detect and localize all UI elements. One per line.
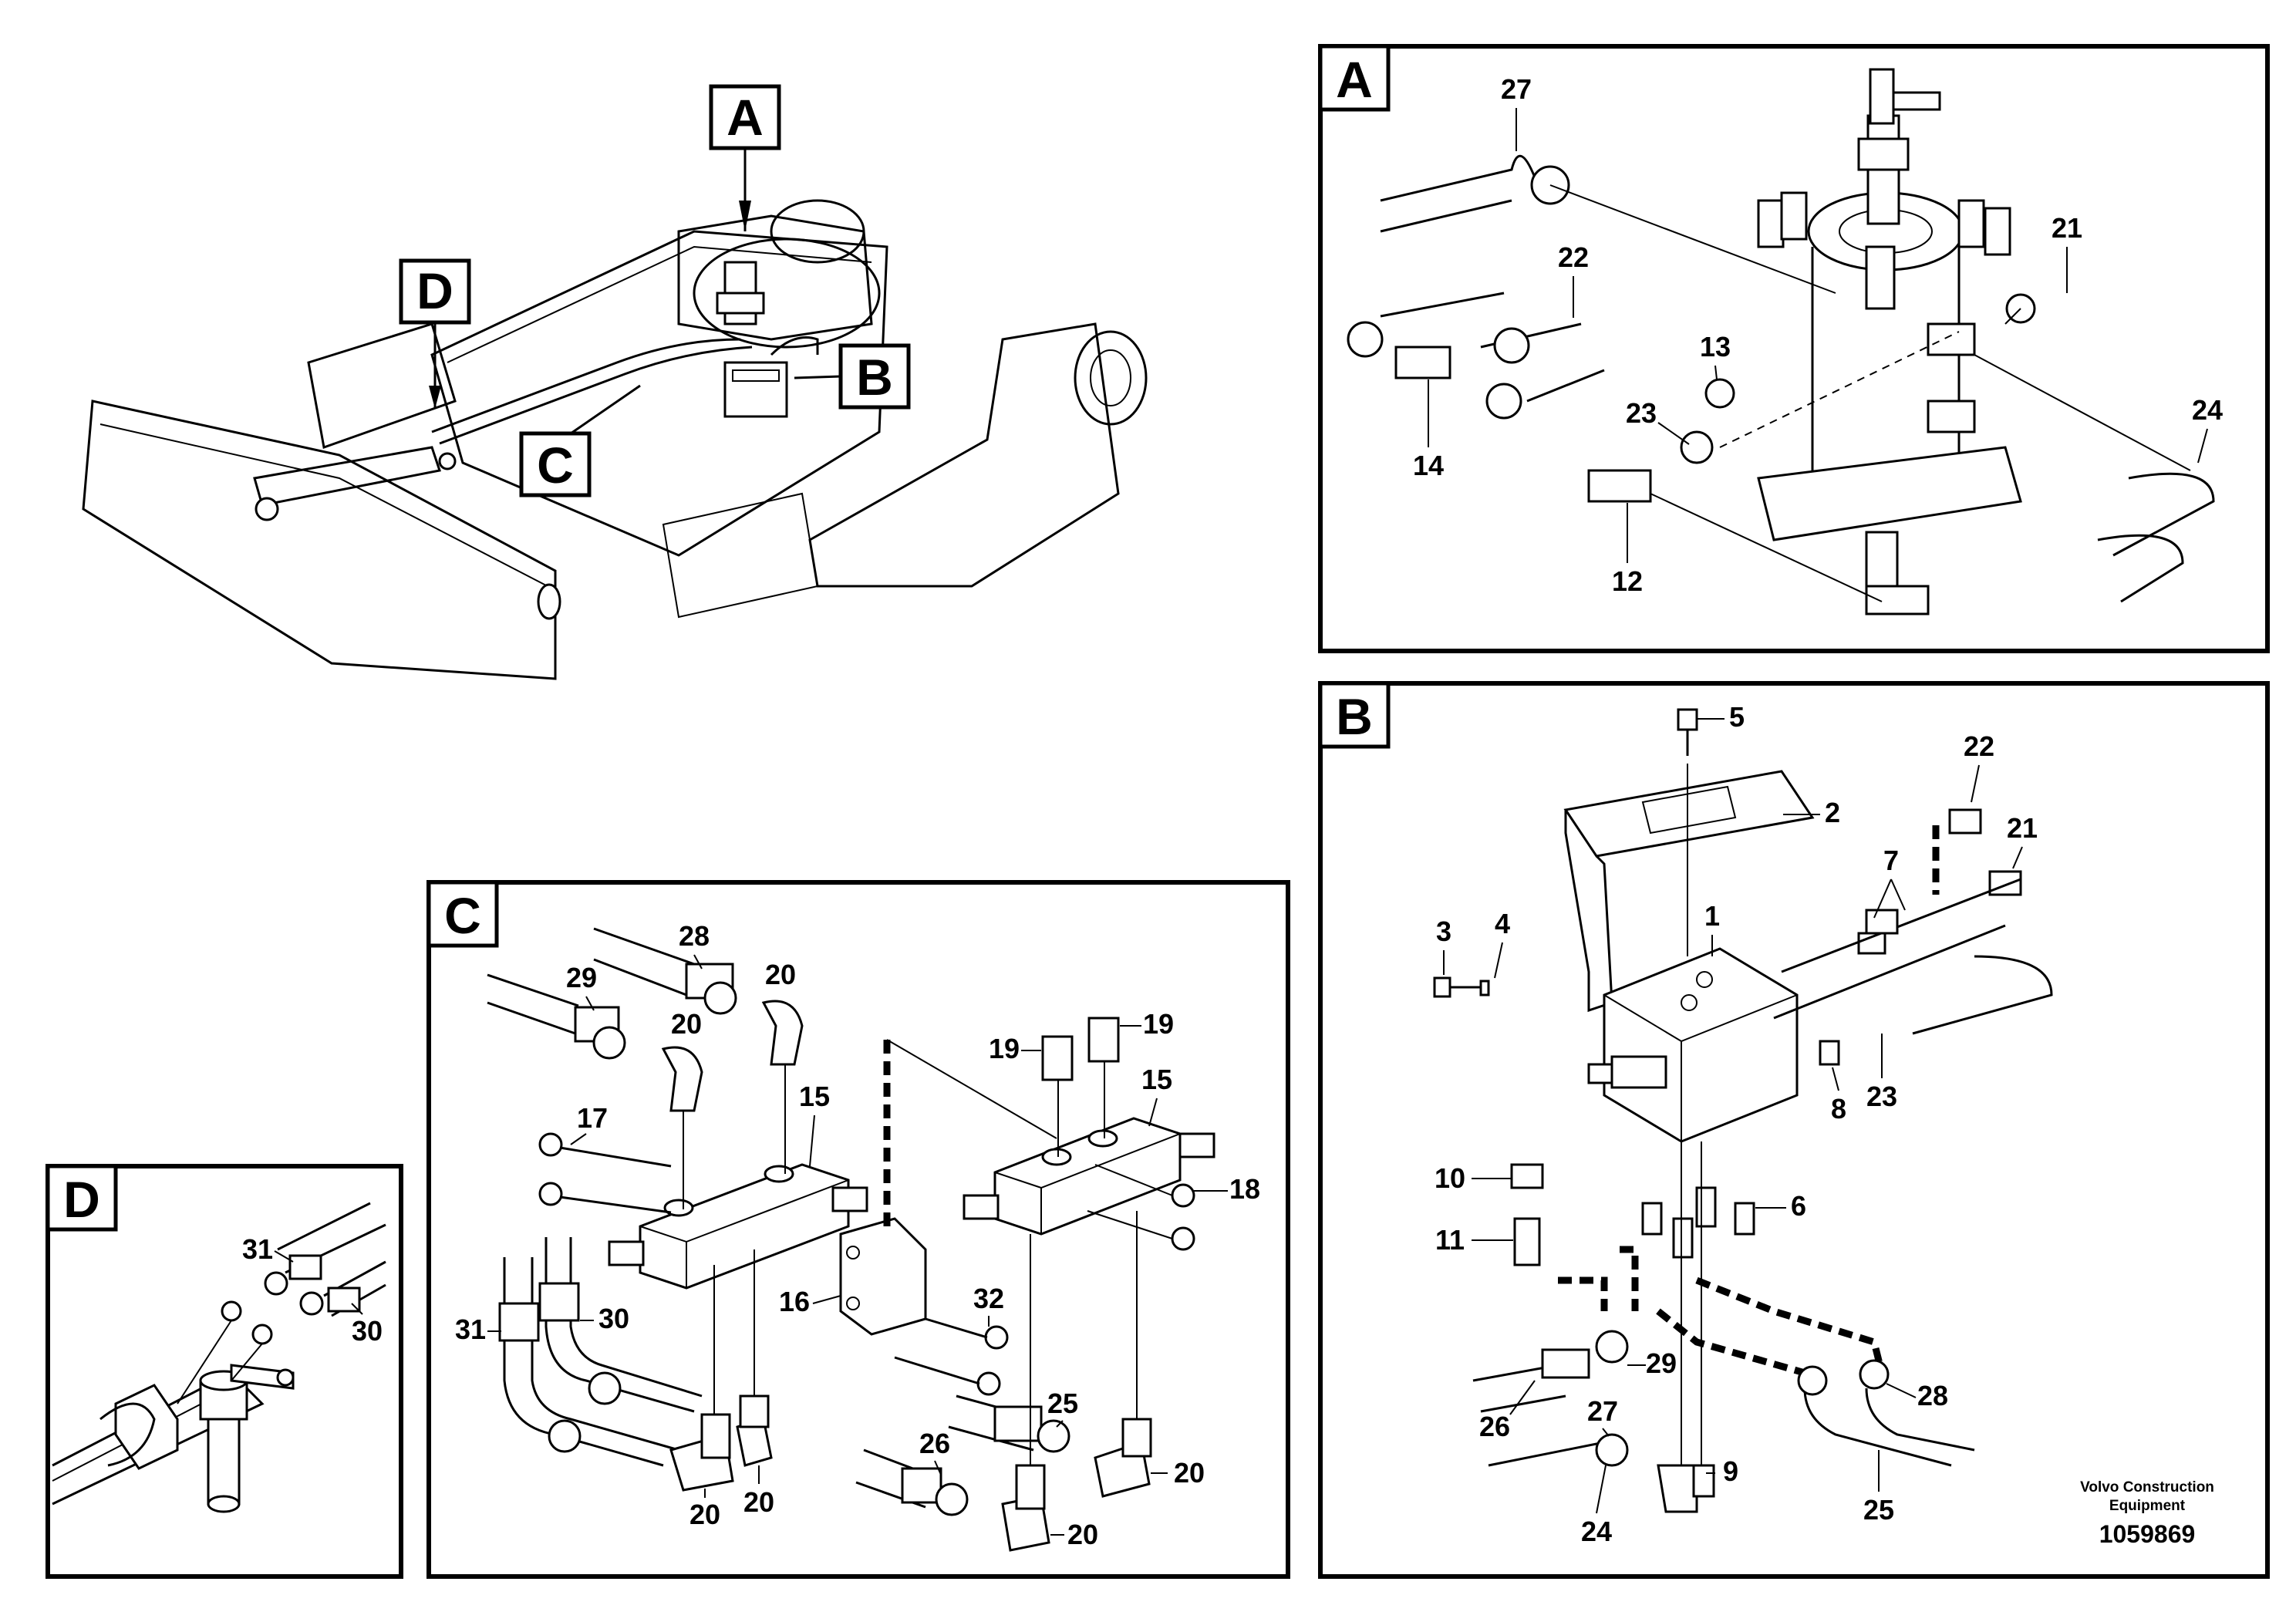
overview-machine-drawing	[82, 199, 1148, 680]
brand-line-2: Equipment	[2109, 1498, 2186, 1514]
part-label-16: 16	[779, 1286, 810, 1317]
part-label-20-f: 20	[743, 1486, 774, 1518]
panel-c-letter: C	[444, 887, 481, 944]
part-label-26: 26	[919, 1428, 950, 1459]
part-label-6: 6	[1791, 1190, 1806, 1222]
svg-text:B: B	[856, 349, 893, 406]
callout-d[interactable]: D	[399, 258, 471, 325]
callout-b[interactable]: B	[838, 343, 911, 410]
part-label-24: 24	[1581, 1516, 1612, 1547]
panel-c: C	[426, 880, 1290, 1579]
svg-text:A: A	[727, 89, 764, 146]
callout-c[interactable]: C	[519, 431, 592, 497]
part-label-10: 10	[1435, 1162, 1465, 1194]
part-label-18: 18	[1229, 1173, 1260, 1205]
part-label-22: 22	[1558, 241, 1589, 273]
part-label-19-b: 19	[1143, 1008, 1174, 1040]
part-label-19-a: 19	[989, 1033, 1020, 1064]
drawing-number: 1059869	[2099, 1520, 2196, 1548]
part-label-21: 21	[2007, 812, 2038, 844]
part-label-28: 28	[1917, 1380, 1948, 1411]
panel-b-letter: B	[1336, 688, 1373, 745]
panel-b: B	[1318, 681, 2270, 1579]
part-label-29: 29	[566, 962, 597, 993]
part-label-12: 12	[1612, 565, 1643, 597]
part-label-8: 8	[1831, 1093, 1846, 1125]
part-label-9: 9	[1723, 1455, 1738, 1487]
part-label-22: 22	[1964, 730, 1994, 762]
part-label-28: 28	[679, 920, 710, 952]
part-label-11: 11	[1435, 1224, 1465, 1256]
part-label-1: 1	[1704, 900, 1720, 932]
svg-text:D: D	[416, 262, 453, 319]
part-label-30: 30	[352, 1315, 383, 1347]
part-label-23: 23	[1866, 1081, 1897, 1112]
swivel-joint	[1757, 68, 2022, 615]
part-label-26: 26	[1479, 1411, 1510, 1442]
part-label-25: 25	[1047, 1388, 1078, 1419]
panel-a: A	[1318, 44, 2270, 653]
panel-a-letter: A	[1336, 51, 1373, 108]
part-label-20-d: 20	[1067, 1519, 1098, 1550]
callout-d-arrow	[429, 386, 441, 409]
part-label-2: 2	[1825, 797, 1840, 828]
part-label-20-c: 20	[1174, 1457, 1205, 1489]
callout-a[interactable]: A	[709, 84, 781, 150]
part-label-20-a: 20	[765, 959, 796, 990]
part-label-15-b: 15	[1141, 1064, 1172, 1095]
part-label-32: 32	[973, 1283, 1004, 1314]
part-label-17: 17	[577, 1102, 608, 1134]
part-label-20-b: 20	[671, 1008, 702, 1040]
part-label-27: 27	[1501, 73, 1532, 105]
svg-text:C: C	[537, 437, 574, 494]
part-label-7: 7	[1883, 845, 1899, 876]
panel-d: D 31 30	[46, 1164, 403, 1579]
brand-line-1: Volvo Construction	[2080, 1479, 2214, 1496]
part-label-14: 14	[1413, 450, 1444, 481]
part-label-21: 21	[2052, 212, 2082, 244]
part-label-4: 4	[1495, 908, 1510, 939]
part-label-3: 3	[1436, 916, 1451, 947]
part-label-20-e: 20	[689, 1499, 720, 1530]
part-label-31: 31	[455, 1313, 486, 1345]
part-label-25: 25	[1863, 1494, 1894, 1526]
part-label-5: 5	[1729, 701, 1745, 733]
callout-c-leader	[570, 384, 641, 435]
part-label-27: 27	[1587, 1395, 1618, 1427]
panel-d-letter: D	[63, 1171, 100, 1228]
part-label-15-a: 15	[799, 1081, 830, 1112]
part-label-13: 13	[1700, 331, 1731, 363]
callout-a-arrow	[739, 201, 751, 231]
part-label-23: 23	[1626, 397, 1657, 429]
part-label-29: 29	[1646, 1347, 1677, 1379]
callout-b-leader	[794, 375, 841, 379]
part-label-30: 30	[598, 1303, 629, 1334]
part-label-31: 31	[242, 1233, 273, 1265]
part-label-24: 24	[2192, 394, 2223, 426]
